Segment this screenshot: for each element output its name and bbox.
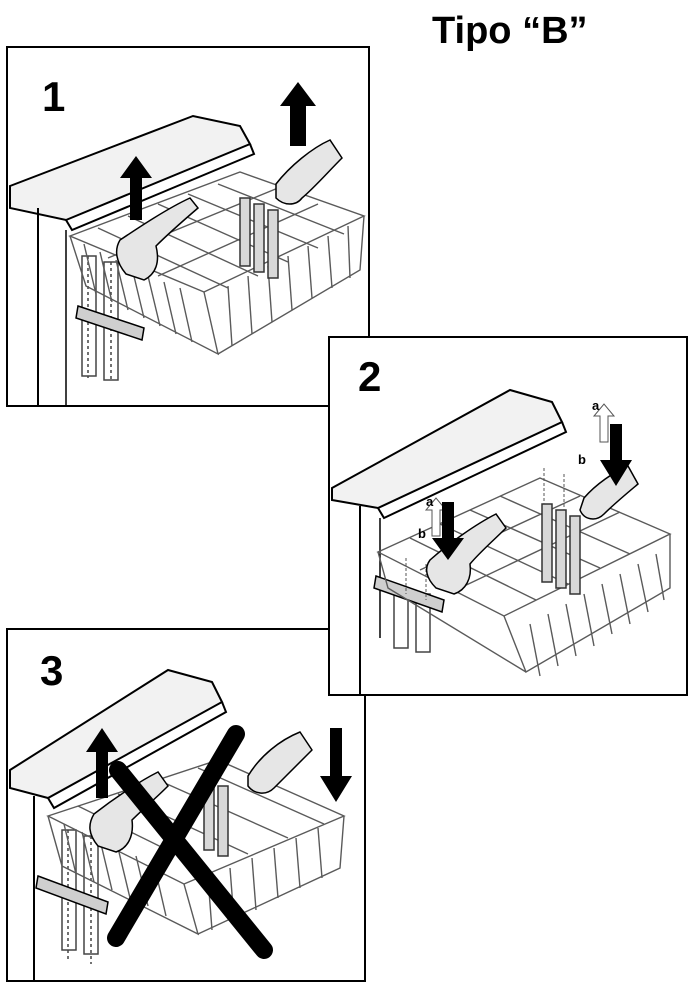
step-3-panel: 3: [6, 628, 366, 982]
arrow-down-icon: [320, 728, 352, 802]
step-1-panel: 1: [6, 46, 370, 407]
label-a: a: [426, 494, 434, 509]
label-a: a: [592, 398, 600, 413]
step-number: 2: [358, 354, 381, 400]
hand-right: [276, 140, 342, 204]
arrow-up-icon: [280, 82, 316, 146]
hand-right: [248, 732, 312, 793]
hand-left: [117, 198, 198, 280]
wire-basket: [378, 478, 670, 676]
label-b: b: [418, 526, 426, 541]
step-2-illustration: a b a b: [330, 338, 686, 694]
dishwasher-top: [332, 390, 562, 508]
wrong-cross-icon: [116, 734, 264, 950]
step-number: 1: [42, 74, 65, 120]
step-2-panel: 2: [328, 336, 688, 696]
step-number: 3: [40, 648, 63, 694]
label-b: b: [578, 452, 586, 467]
page-title: Tipo “B”: [432, 6, 672, 56]
